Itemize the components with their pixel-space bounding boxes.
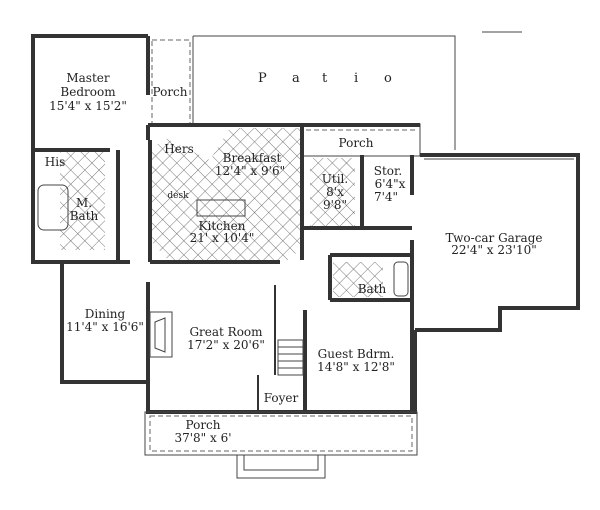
breakfast-label: Breakfast <box>223 151 282 165</box>
patio-letter: o <box>384 71 392 86</box>
utility-size-w: 8'x <box>326 185 344 199</box>
rear-porch-left <box>151 36 194 126</box>
desk-label: desk <box>167 191 189 201</box>
patio-outline <box>193 31 522 150</box>
master-bath-label: M. <box>76 196 92 210</box>
rear-porch-left-label: Porch <box>153 85 188 99</box>
kitchen-island <box>196 199 246 217</box>
storage-size-h: 7'4" <box>374 190 398 204</box>
great-room-size: 17'2" x 20'6" <box>187 338 265 352</box>
garage-size: 22'4" x 23'10" <box>451 243 536 257</box>
bath-label: Bath <box>358 282 387 296</box>
guest-bedroom-label: Guest Bdrm. <box>318 347 395 361</box>
utility-label: Util. <box>322 172 348 186</box>
guest-bathtub <box>393 261 409 297</box>
foyer-label: Foyer <box>264 391 299 405</box>
guest-bedroom-size: 14'8" x 12'8" <box>317 360 395 374</box>
dining-label: Dining <box>85 307 126 321</box>
kitchen-size: 21' x 10'4" <box>190 231 255 245</box>
front-porch-size: 37'8" x 6' <box>174 431 231 445</box>
front-porch <box>144 411 418 479</box>
front-porch-label: Porch <box>186 418 221 432</box>
great-room-label: Great Room <box>189 325 263 339</box>
storage-size-w: 6'4"x <box>375 177 406 191</box>
storage-label: Stor. <box>374 164 403 178</box>
patio-letter: P <box>258 71 267 86</box>
hers-label: Hers <box>164 142 193 156</box>
master-bedroom-label: Master <box>66 71 110 85</box>
stairs <box>277 339 304 376</box>
master-bedroom-label-2: Bedroom <box>60 85 116 99</box>
garage-label: Two-car Garage <box>446 231 543 245</box>
his-label: His <box>45 155 65 169</box>
master-bath-label-2: Bath <box>70 209 99 223</box>
patio-letter: t <box>322 71 328 86</box>
patio-letter: i <box>354 71 358 86</box>
tile-floors <box>60 128 383 297</box>
rear-porch-right-label: Porch <box>339 136 374 150</box>
garage-walls <box>415 153 580 332</box>
breakfast-size: 12'4" x 9'6" <box>215 164 285 178</box>
dining-size: 11'4" x 16'6" <box>66 320 144 334</box>
master-bedroom-size: 15'4" x 15'2" <box>49 99 127 113</box>
bathtub <box>37 184 69 231</box>
kitchen-label: Kitchen <box>199 219 246 233</box>
utility-size-h: 9'8" <box>323 198 347 212</box>
patio-letter: a <box>292 71 300 86</box>
fireplace <box>149 311 173 358</box>
